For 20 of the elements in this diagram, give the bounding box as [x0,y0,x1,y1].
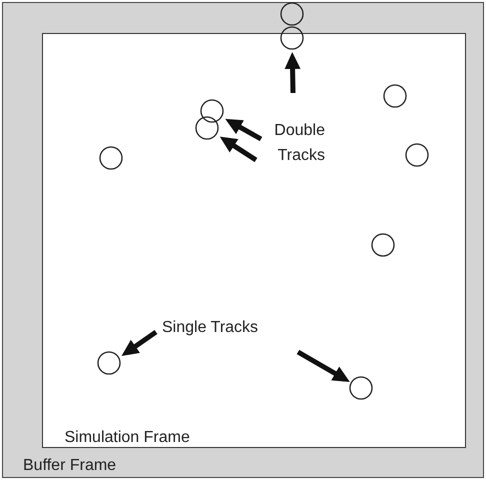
track-circle [349,376,373,400]
arrow [220,136,258,162]
simulation-frame [42,32,466,448]
annotation-text: Single Tracks [162,315,302,340]
annotation-text: Double Tracks [263,118,325,168]
track-circle [280,26,304,50]
track-circle [280,2,304,26]
track-circle [195,116,219,140]
track-circle [405,143,429,167]
arrow [225,118,262,142]
track-circle [97,351,121,375]
arrow [284,52,301,94]
track-circle [383,84,407,108]
arrow [296,350,350,382]
frame-label: Simulation Frame [64,428,190,446]
track-circle [200,99,224,123]
track-circle [99,146,123,170]
arrow [122,330,158,356]
frame-label: Buffer Frame [23,456,116,475]
track-circle [371,233,395,257]
